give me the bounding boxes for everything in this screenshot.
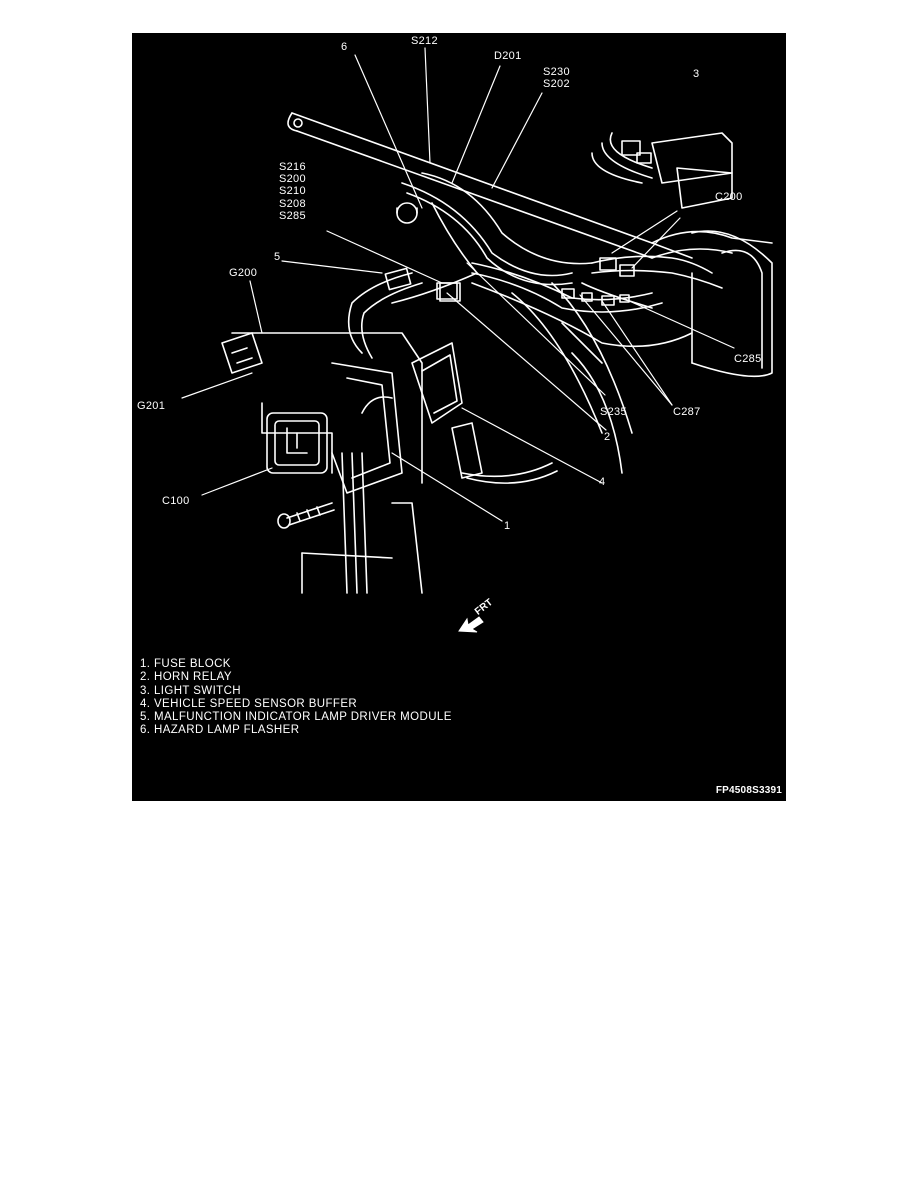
callout-s202: S202 [543, 78, 570, 90]
legend-item-4: 4. VEHICLE SPEED SENSOR BUFFER [140, 697, 358, 710]
callout-s210: S210 [279, 185, 306, 198]
callout-1: 1 [504, 520, 511, 532]
legend-item-5: 5. MALFUNCTION INDICATOR LAMP DRIVER MOD… [140, 711, 452, 724]
callout-2: 2 [604, 431, 611, 443]
callout-s216: S216 [279, 161, 306, 173]
front-arrow-icon [458, 616, 484, 633]
horn-relay-block [439, 282, 461, 302]
bolt [277, 502, 335, 529]
legend-item-1: 1. FUSE BLOCK [140, 658, 231, 670]
callout-s235: S235 [600, 406, 627, 418]
c100-bulkhead [266, 412, 328, 474]
callout-d201: D201 [494, 50, 522, 62]
leader-lines [181, 47, 735, 522]
wiring-illustration [181, 47, 773, 594]
callout-s230: S230 [543, 66, 570, 78]
hazard-flasher [396, 202, 418, 224]
legend-item-6: 6. HAZARD LAMP FLASHER [140, 724, 300, 737]
dash-support-bar [287, 112, 773, 259]
callout-c100: C100 [162, 495, 190, 507]
front-direction-indicator: FRT [457, 597, 509, 637]
callout-s230-s202: S230 S202 [543, 66, 570, 90]
figure-code: FP4508S3391 [715, 785, 782, 796]
wiring-diagram-figure: 6 S212 D201 S230 S202 3 S216 S200 S210 S… [132, 33, 786, 801]
hvac-duct [511, 230, 773, 474]
connectors-right [561, 257, 635, 306]
lower-harness [301, 452, 423, 594]
callout-c285: C285 [734, 353, 762, 365]
legend-item-3: 3. LIGHT SWITCH [140, 684, 241, 697]
light-switch-assembly [591, 132, 733, 209]
main-wiring-harness [347, 172, 723, 364]
callout-s208: S208 [279, 197, 306, 210]
callout-s200: S200 [279, 173, 306, 186]
callout-c287: C287 [673, 406, 701, 418]
fuse-block-area [221, 332, 423, 494]
callout-5: 5 [274, 251, 281, 263]
component-legend: 1. FUSE BLOCK 2. HORN RELAY 3. LIGHT SWI… [140, 658, 452, 738]
callout-c200: C200 [715, 191, 743, 203]
callout-s285: S285 [279, 209, 306, 222]
callout-4: 4 [599, 476, 606, 488]
callout-s212: S212 [411, 35, 438, 47]
callout-3: 3 [693, 68, 700, 80]
vss-buffer-bracket [411, 342, 558, 484]
legend-item-2: 2. HORN RELAY [140, 671, 232, 684]
callout-6: 6 [341, 41, 348, 53]
callout-g200: G200 [229, 267, 258, 279]
callout-splice-stack: S216 S200 S210 S208 S285 [279, 161, 306, 222]
callout-g201: G201 [137, 400, 166, 412]
